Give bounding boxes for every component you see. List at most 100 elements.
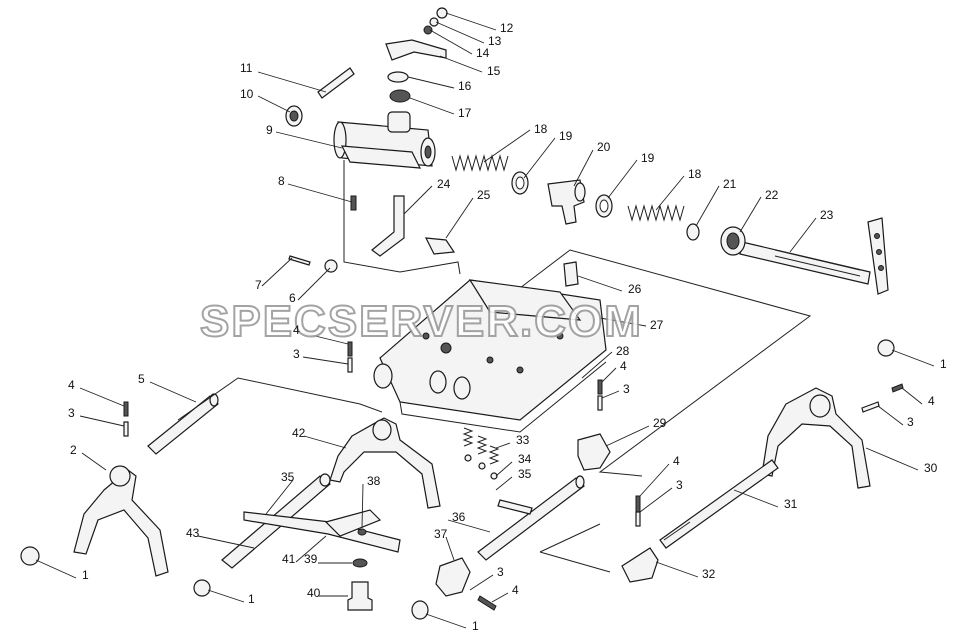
leader-lines [35,12,935,629]
switch-25 [424,237,456,255]
callout-1: 1 [940,357,947,371]
callout-4: 4 [512,583,519,597]
callout-35: 35 [281,470,295,484]
callout-43: 43 [186,526,200,540]
callout-19: 19 [559,129,573,143]
callout-16: 16 [458,79,472,93]
callout-36: 36 [452,510,466,524]
callout-30: 30 [924,461,938,475]
callout-4: 4 [673,454,680,468]
plug-26 [563,261,579,287]
callout-11: 11 [240,61,253,75]
callout-19: 19 [641,151,655,165]
cap-1-mid [193,579,211,597]
ball-34-a [464,454,472,462]
callout-40: 40 [307,586,321,600]
callout-4: 4 [293,323,300,337]
spring-33-c [488,445,500,465]
callout-13: 13 [488,34,502,48]
cap-1-bottom [411,600,429,620]
spring-18-left [451,154,509,172]
callout-21: 21 [723,177,737,191]
callout-23: 23 [820,208,834,222]
bearing-17 [389,89,411,103]
washer-21 [686,223,700,241]
callout-3: 3 [623,382,630,396]
callout-28: 28 [616,344,630,358]
rail-31 [659,459,779,549]
callout-33: 33 [516,433,530,447]
callout-27: 27 [650,318,664,332]
callout-26: 26 [628,282,642,296]
shift-rails [20,339,895,620]
callout-6: 6 [289,291,296,305]
callout-37: 37 [434,527,448,541]
spring-33-a [462,427,474,447]
cap-1-right [877,339,895,357]
washer-39 [352,558,368,568]
washer-16 [387,71,409,83]
callout-3: 3 [676,478,683,492]
rail-5 [147,395,219,455]
callout-10: 10 [240,87,254,101]
callout-14: 14 [476,46,490,60]
nut-14 [423,25,433,35]
callout-1: 1 [248,592,255,606]
ball-34-c [490,472,498,480]
callout-31: 31 [784,497,798,511]
callout-38: 38 [367,474,381,488]
washer-13 [429,17,439,27]
shift-lever-arm [867,217,889,295]
shift-fork-42 [329,417,441,509]
callout-41: 41 [282,552,296,566]
callout-18: 18 [534,122,548,136]
pins-and-bolts [123,255,904,611]
callout-3: 3 [293,347,300,361]
selector-arm-24 [371,195,405,257]
callout-17: 17 [458,106,472,120]
cap-1-left [20,546,40,566]
callout-24: 24 [437,177,451,191]
lever-15 [385,39,447,61]
callout-29: 29 [653,416,667,430]
callout-4: 4 [928,394,935,408]
shift-block-29 [577,433,611,471]
shift-fork-2 [73,469,169,577]
callout-4: 4 [620,359,627,373]
shift-block-32 [621,547,659,583]
callout-12: 12 [500,21,514,35]
callout-3: 3 [907,415,914,429]
upper-shift-shaft-assembly [285,7,889,477]
bushing-6 [324,259,338,273]
callout-39: 39 [304,552,318,566]
shift-cover-plate [373,261,607,480]
callout-18: 18 [688,167,702,181]
pin-8 [350,195,357,211]
spring-33-b [476,435,488,455]
bolt-40 [347,581,373,611]
callout-1: 1 [472,619,479,633]
callout-3: 3 [68,406,75,420]
pin-11 [317,67,355,99]
callout-1: 1 [82,568,89,582]
callout-35: 35 [518,467,532,481]
callout-34: 34 [518,452,532,466]
callout-25: 25 [477,188,491,202]
shift-block-37 [435,557,471,597]
callout-2: 2 [70,443,77,457]
rail-36 [477,477,585,561]
callout-32: 32 [702,567,716,581]
callout-22: 22 [765,188,779,202]
callout-3: 3 [497,565,504,579]
ball-34-b [478,462,486,470]
spring-18-right [627,204,685,222]
shift-forks [73,387,871,577]
callout-8: 8 [278,174,285,188]
callout-4: 4 [68,378,75,392]
callout-15: 15 [487,64,501,78]
callout-7: 7 [255,278,262,292]
watermark: SPECSERVER.COM [200,297,643,346]
callout-20: 20 [597,140,611,154]
